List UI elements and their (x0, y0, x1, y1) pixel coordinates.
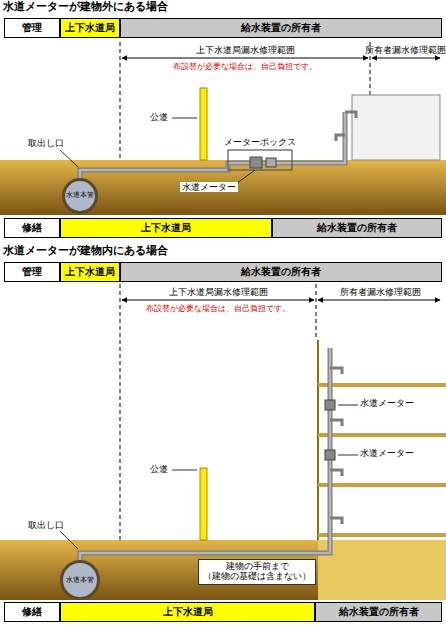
floor-slab (318, 383, 446, 387)
node-text: 修繕 (22, 222, 42, 234)
range-label: 上下水道局漏水修理範囲 (196, 45, 295, 55)
main-pipe-section (62, 562, 99, 599)
leader-line (236, 170, 255, 184)
leader-line (172, 118, 197, 119)
node-text: 水道本管 (66, 192, 94, 199)
leader-line (60, 150, 78, 167)
authority-cell: 上下水道局 (60, 218, 272, 238)
faucet (330, 420, 342, 426)
range-label: 所有者漏水修理範囲 (340, 287, 421, 297)
boundary-line (120, 284, 121, 540)
floor-slabs (318, 385, 446, 535)
node-text: 上下水道局 (65, 22, 115, 34)
faucets (330, 368, 342, 524)
node-text: 上下水道局 (141, 222, 191, 234)
main-pipe: 水道本管 (62, 178, 98, 214)
owner-cell: 給水装置の所有者 (315, 602, 442, 622)
range-bracket (372, 58, 440, 59)
building-wall (317, 340, 319, 540)
water-meter (325, 450, 335, 460)
owner-cell: 給水装置の所有者 (272, 218, 442, 238)
water-meter (325, 400, 335, 410)
node-text: 管理 (22, 266, 42, 278)
header-cell: 管理 (4, 262, 60, 282)
note-text: 布設替が必要な場合は、自己負担です。 (173, 62, 317, 71)
faucet (330, 470, 342, 476)
node-text: 建物の手前まで (226, 562, 289, 572)
range-label: 所有者漏水修理範囲 (365, 45, 446, 55)
main-pipe-section (64, 180, 97, 213)
owner-cell: 給水装置の所有者 (120, 18, 442, 38)
header-cell: 修繕 (4, 218, 60, 238)
range-bracket (318, 300, 440, 301)
boundary-line (120, 42, 121, 160)
part-label: 水道メーター (360, 398, 414, 408)
node-text: （建物の基礎は含まない） (203, 572, 311, 582)
service-pipe (80, 348, 330, 560)
water-meter (250, 157, 262, 168)
floor-slab (318, 533, 446, 537)
owner-cell: 給水装置の所有者 (120, 262, 442, 282)
node-text: 給水装置の所有者 (317, 222, 397, 234)
range-bracket (122, 300, 314, 301)
faucet (336, 135, 345, 141)
floor-slab (318, 483, 446, 487)
curb-wall (200, 468, 207, 540)
leader-line (172, 470, 197, 471)
node-text: 上下水道局 (65, 266, 115, 278)
node-text: 水道本管 (66, 576, 94, 584)
note-text: 布設替が必要な場合は、自己負担です。 (146, 304, 290, 313)
header-cell: 管理 (4, 18, 60, 38)
section-heading: 水道メーターが建物外にある場合 (3, 1, 168, 14)
part-label: 水道メーター (360, 448, 414, 458)
part-label: 取出し口 (28, 520, 64, 530)
ground (0, 540, 446, 600)
faucet (345, 112, 356, 118)
part-label: 公道 (150, 112, 168, 122)
service-pipe (80, 112, 345, 178)
floor-slab (318, 433, 446, 437)
service-pipe (80, 348, 330, 560)
range-label: 上下水道局漏水修理範囲 (169, 287, 268, 297)
main-pipe: 水道本管 (60, 560, 100, 600)
section-heading: 水道メーターが建物内にある場合 (3, 245, 168, 258)
part-label: 水道メーター (180, 182, 238, 192)
node-text: 給水装置の所有者 (241, 22, 321, 34)
header-cell: 修繕 (4, 602, 60, 622)
curb-wall (200, 88, 207, 160)
part-label: 取出し口 (28, 138, 64, 148)
faucet (330, 518, 342, 524)
node-text: 修繕 (22, 606, 42, 618)
node-text: 給水装置の所有者 (339, 606, 419, 618)
node-text: 給水装置の所有者 (241, 266, 321, 278)
node-text: 管理 (22, 22, 42, 34)
service-pipe (80, 112, 345, 178)
leader-line (338, 405, 358, 406)
range-bracket (122, 58, 368, 59)
sink-stand (352, 95, 440, 160)
valve (266, 158, 276, 167)
boundary-line (316, 284, 317, 338)
meter-box (228, 150, 292, 170)
building-foundation (318, 540, 446, 600)
leader-line (338, 455, 358, 456)
part-label: メーターボックス (224, 137, 296, 147)
node-text: 上下水道局 (163, 606, 213, 618)
faucet (330, 368, 342, 374)
authority-cell: 上下水道局 (60, 262, 120, 282)
authority-cell: 上下水道局 (60, 602, 315, 622)
part-label: 公道 (150, 464, 168, 474)
authority-cell: 上下水道局 (60, 18, 120, 38)
note-box: 建物の手前まで（建物の基礎は含まない） (198, 559, 316, 585)
leader-line (60, 531, 78, 549)
